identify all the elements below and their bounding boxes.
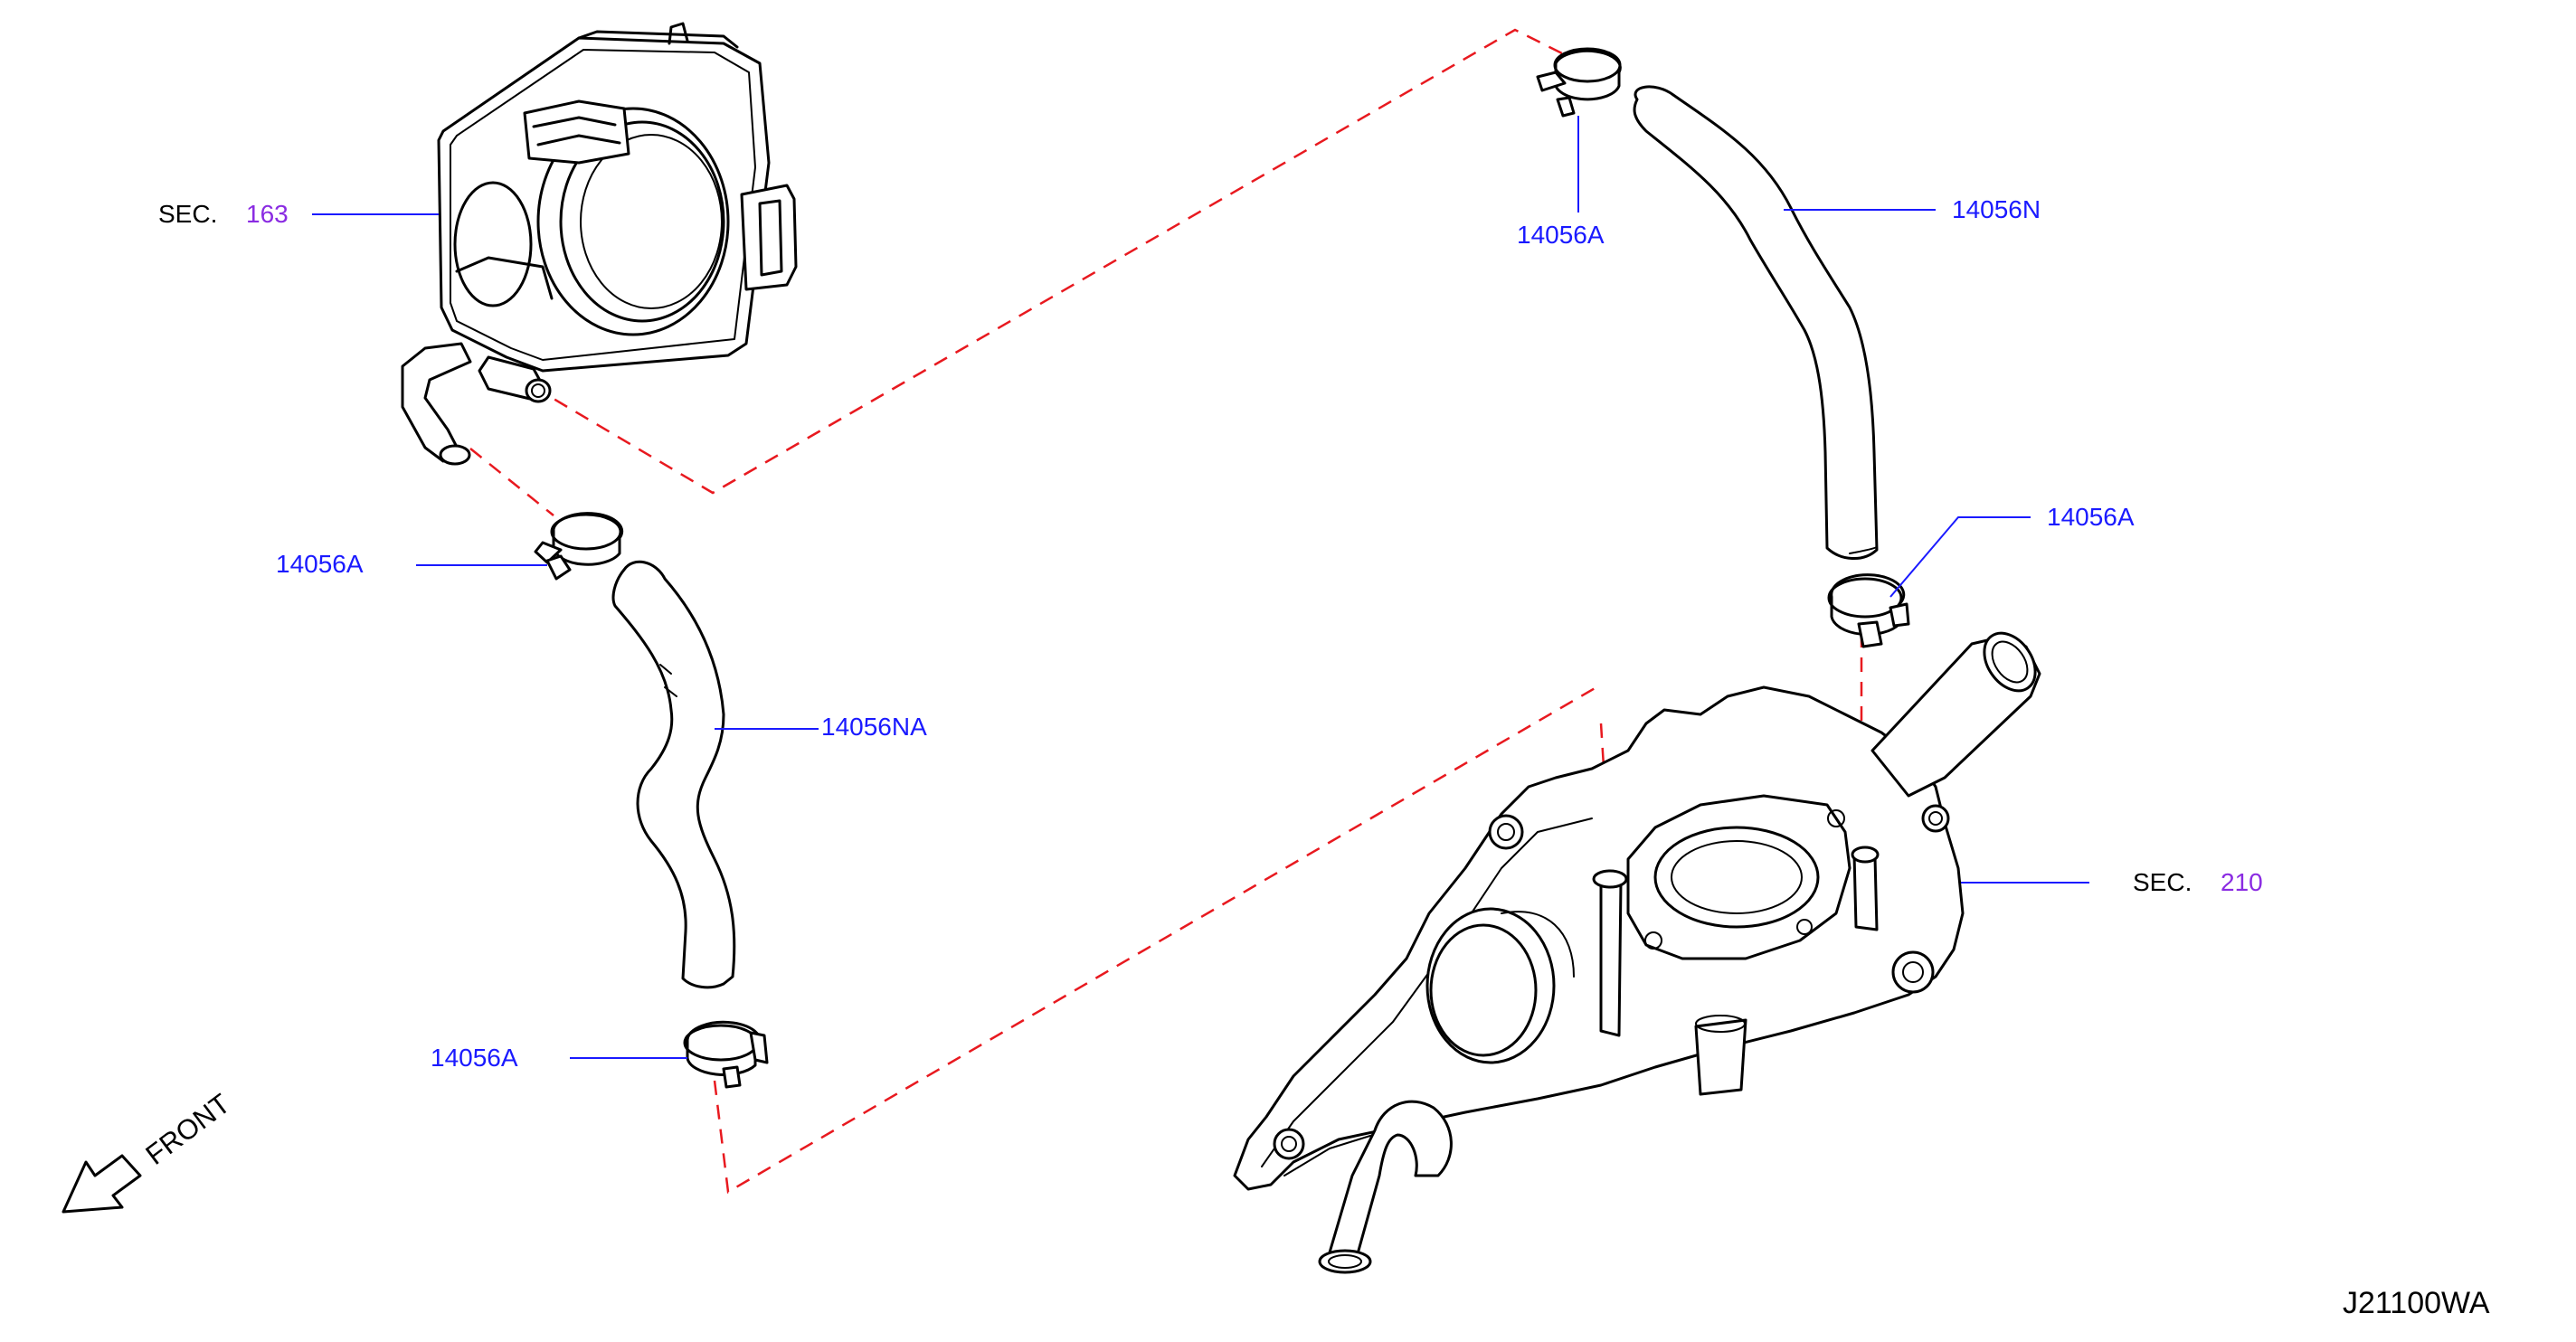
label-hose-14056n[interactable]: 14056N xyxy=(1952,195,2041,223)
leader-lines xyxy=(312,116,2089,1059)
throttle-body[interactable] xyxy=(401,22,798,466)
dashed-throttle-to-top-clamp xyxy=(533,28,1570,495)
clamp-left-upper[interactable] xyxy=(534,512,624,581)
dashed-lower-clamp-to-housing xyxy=(713,685,1597,1195)
sec-163-prefix: SEC. xyxy=(158,200,218,228)
clamp-left-lower[interactable] xyxy=(683,1020,769,1089)
hose-14056n[interactable] xyxy=(1633,85,1879,561)
label-hose-14056na[interactable]: 14056NA xyxy=(821,713,927,741)
arrow-down-left-icon xyxy=(62,1154,142,1214)
sec-163-link[interactable]: 163 xyxy=(246,200,289,228)
dashed-throttle-to-left-clamp xyxy=(469,448,554,516)
diagram-reference: J21100WA xyxy=(2343,1286,2490,1320)
sec-210-prefix: SEC. xyxy=(2133,868,2192,896)
sec-210-link[interactable]: 210 xyxy=(2221,868,2263,896)
label-clamp-left-lower[interactable]: 14056A xyxy=(431,1044,518,1072)
connection-lines xyxy=(469,28,1863,1195)
hose-14056na[interactable] xyxy=(611,560,736,989)
clamp-top[interactable] xyxy=(1536,47,1622,118)
label-clamp-left-upper[interactable]: 14056A xyxy=(276,550,364,578)
clamp-right[interactable] xyxy=(1827,573,1910,648)
label-clamp-right[interactable]: 14056A xyxy=(2047,503,2135,531)
water-outlet-housing[interactable] xyxy=(1233,624,2046,1274)
label-clamp-top[interactable]: 14056A xyxy=(1517,221,1605,249)
leader-clamp-right xyxy=(1889,516,2031,598)
